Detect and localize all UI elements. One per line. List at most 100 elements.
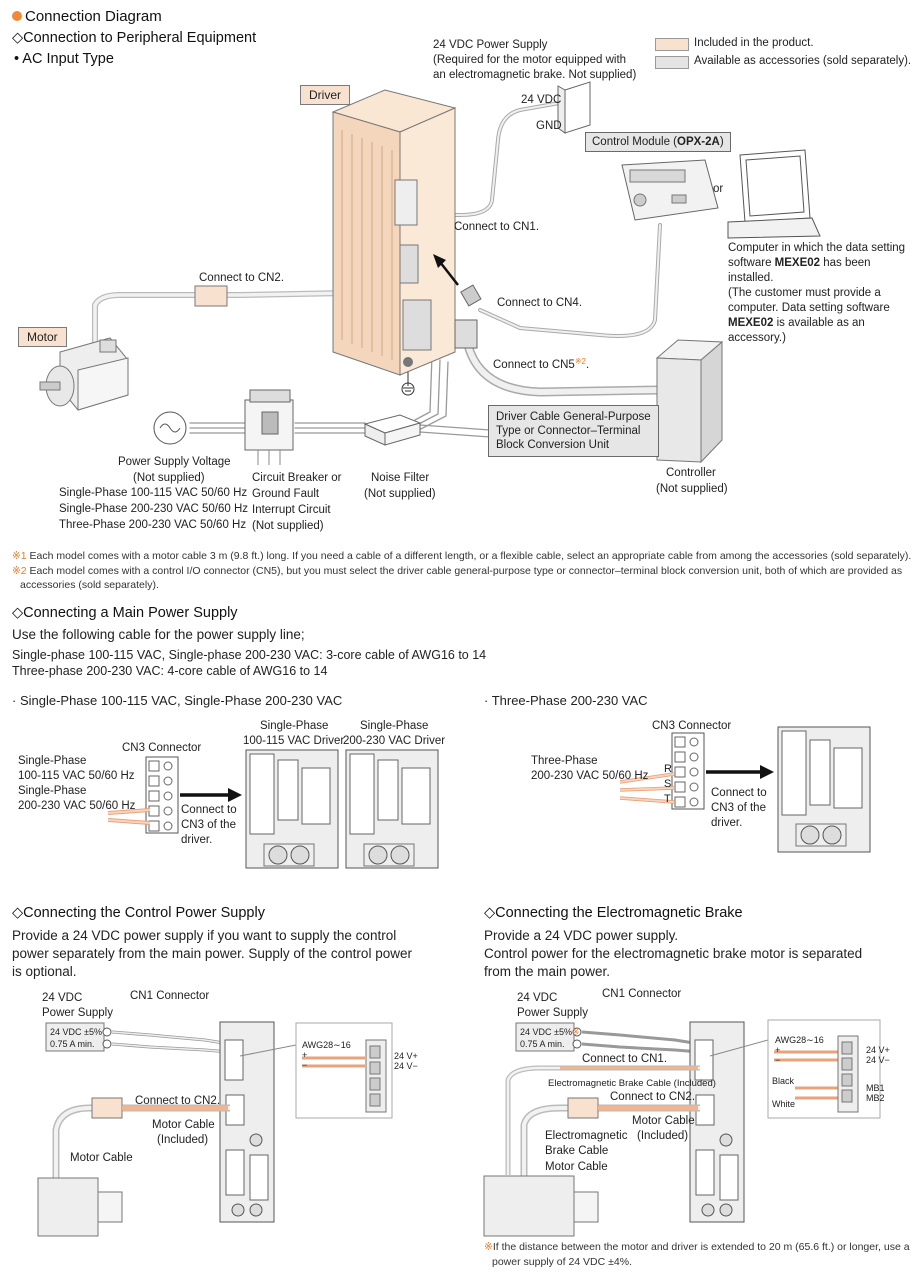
peripheral-heading: ◇Connection to Peripheral Equipment [12, 30, 257, 46]
t-label: T [664, 793, 671, 805]
psv-5: Three-Phase 200-230 VAC 50/60 Hz [59, 519, 247, 531]
brake-line-3: from the main power. [484, 964, 611, 979]
cp-v-minus: 24 V− [394, 1061, 418, 1071]
legend-included-label: Included in the product. [694, 37, 814, 49]
br-cn1-connector: CN1 Connector [602, 988, 682, 1000]
cp-plus: + [302, 1050, 308, 1060]
br-v-plus: 24 V+ [866, 1045, 890, 1055]
psu-note-1: (Required for the motor equipped with [433, 54, 627, 66]
drv1-1: Single-Phase [260, 720, 329, 732]
main-power-title: ◇Connecting a Main Power Supply [12, 605, 238, 621]
computer-text-5: computer. Data setting software [728, 302, 890, 314]
main-power-line-2: Single-phase 100-115 VAC, Single-phase 2… [12, 648, 487, 662]
cp-psu-spec-2: 0.75 A min. [50, 1039, 95, 1049]
main-power-line-1: Use the following cable for the power su… [12, 627, 305, 642]
cb-1: Circuit Breaker or [252, 472, 342, 484]
drv2-1: Single-Phase [360, 720, 429, 732]
laptop-illustration [727, 149, 821, 239]
br-white: White [772, 1099, 796, 1109]
psu-title: 24 VDC Power Supply [433, 39, 548, 51]
three-phase-title: · Three-Phase 200-230 VAC [484, 693, 648, 708]
cn3-connector-label-2: CN3 Connector [652, 720, 732, 732]
control-power-line-1: Provide a 24 VDC power supply if you wan… [12, 928, 397, 943]
cp-psu-spec-1: 24 VDC ±5% [50, 1027, 102, 1037]
cp-mc-2: (Included) [157, 1134, 209, 1146]
orange-bullet-icon [12, 11, 22, 21]
br-psu-spec-1: 24 VDC ±5%※ [520, 1027, 580, 1037]
driver-front-1 [245, 749, 339, 869]
legend-accessory-swatch [655, 56, 689, 69]
control-module-label: Control Module (OPX-2A) [585, 132, 731, 152]
cp-psu-1: 24 VDC [42, 992, 83, 1004]
br-psu-spec-2: 0.75 A min. [520, 1039, 565, 1049]
psu-24vdc-label: 24 VDC [521, 94, 562, 106]
main-power-drawing [107, 726, 871, 869]
br-mc-1: Motor Cable [632, 1115, 695, 1127]
driver-front-2 [345, 749, 439, 869]
psv-3: Single-Phase 100-115 VAC 50/60 Hz [59, 487, 248, 499]
s-label: S [664, 778, 672, 790]
br-v-minus: 24 V− [866, 1055, 890, 1065]
control-power-line-2: power separately from the main power. Su… [12, 946, 412, 961]
psv-2: (Not supplied) [133, 472, 205, 484]
note-2-cont: accessories (sold separately). [20, 579, 159, 591]
br-emb-2: Brake Cable [545, 1145, 609, 1157]
motor-illustration [39, 337, 129, 411]
connect-cn3-1b: CN3 of the [181, 819, 236, 831]
br-mc-2: (Included) [637, 1130, 689, 1142]
circuit-breaker-illustration [244, 389, 294, 465]
computer-text-7: accessory.) [728, 332, 786, 344]
psv-1: Power Supply Voltage [118, 456, 231, 468]
legend-included-swatch [655, 38, 689, 51]
legend-accessory-label: Available as accessories (sold separatel… [694, 55, 912, 67]
connect-cn3-1c: driver. [181, 834, 213, 846]
driver-front-3 [777, 726, 871, 853]
driver-front-4 [219, 1021, 275, 1223]
psu-note-2: an electromagnetic brake. Not supplied) [433, 69, 637, 81]
cp-cn1-connector: CN1 Connector [130, 990, 210, 1002]
brake-line-1: Provide a 24 VDC power supply. [484, 928, 679, 943]
connect-cn3-2b: CN3 of the [711, 802, 766, 814]
single-phase-title: · Single-Phase 100-115 VAC, Single-Phase… [12, 693, 343, 708]
tp-1: Three-Phase [531, 755, 598, 767]
sp2-2: 200-230 VAC 50/60 Hz [18, 800, 136, 812]
cb-4: (Not supplied) [252, 520, 324, 532]
control-power-title: ◇Connecting the Control Power Supply [12, 905, 265, 921]
note-2: ※2 Each model comes with a control I/O c… [12, 565, 903, 577]
connect-cn3-1a: Connect to [181, 804, 237, 816]
cp-awg: AWG28∼16 [302, 1040, 351, 1050]
drv2-2: 200-230 VAC Driver [343, 735, 446, 747]
cp-v-plus: 24 V+ [394, 1051, 418, 1061]
sp1-1: Single-Phase [18, 755, 87, 767]
r-label: R [664, 763, 672, 775]
note-1: ※1 Each model comes with a motor cable 3… [12, 550, 912, 562]
brake-footnote-1: ※If the distance between the motor and d… [484, 1241, 910, 1253]
connect-cn1-label: Connect to CN1. [454, 221, 540, 233]
computer-text-1: Computer in which the data setting [728, 242, 906, 254]
or-label: or [713, 183, 724, 195]
br-cn1: Connect to CN1. [582, 1053, 668, 1065]
cp-cn2: Connect to CN2. [135, 1095, 221, 1107]
driver-illustration [331, 89, 457, 376]
br-brake-cable: Electromagnetic Brake Cable (Included) [548, 1078, 716, 1089]
connect-cn5-label: Connect to CN5※2. [493, 357, 590, 371]
sp1-2: 100-115 VAC 50/60 Hz [18, 770, 135, 782]
driver-tag: Driver [300, 85, 350, 105]
br-black: Black [772, 1076, 795, 1086]
ground-symbol [401, 372, 415, 396]
control-power-line-3: is optional. [12, 964, 77, 979]
main-heading: Connection Diagram [12, 9, 162, 24]
cb-2: Ground Fault [252, 488, 320, 500]
ac-input-heading: • AC Input Type [14, 51, 114, 67]
brake-title: ◇Connecting the Electromagnetic Brake [484, 905, 743, 921]
drv1-2: 100-115 VAC Driver [243, 735, 345, 747]
connect-cn4-label: Connect to CN4. [497, 297, 583, 309]
br-psu-1: 24 VDC [517, 992, 558, 1004]
control-module-illustration [621, 159, 719, 221]
brake-footnote-2: power supply of 24 VDC ±4%. [492, 1256, 632, 1268]
br-awg: AWG28∼16 [775, 1035, 824, 1045]
connect-cn2-label: Connect to CN2. [199, 272, 285, 284]
nf-1: Noise Filter [371, 472, 430, 484]
tp-2: 200-230 VAC 50/60 Hz [531, 770, 649, 782]
